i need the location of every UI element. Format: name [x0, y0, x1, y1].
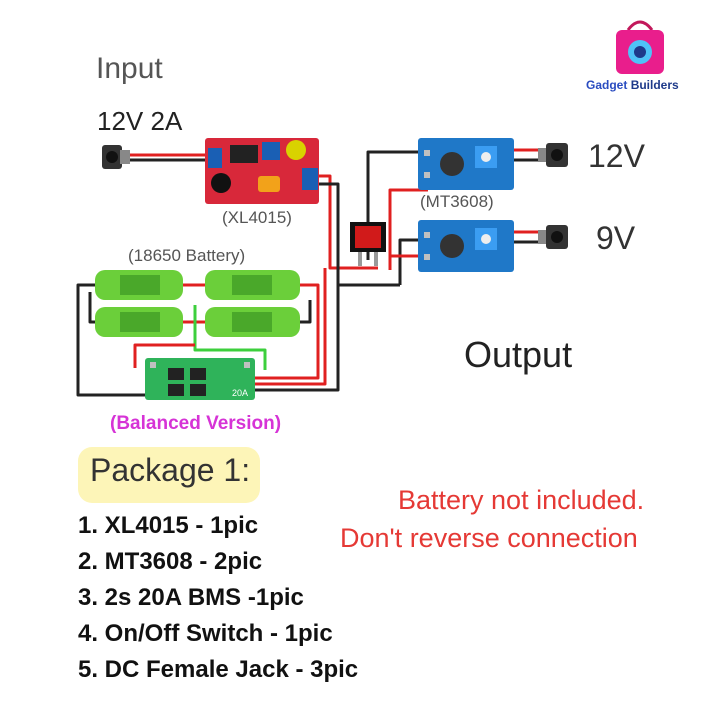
balanced-version-label: (Balanced Version)	[110, 413, 282, 434]
battery-label: (18650 Battery)	[128, 246, 246, 265]
mt3608-module-top	[418, 138, 514, 190]
brand-logo: Gadget Builders	[586, 78, 679, 92]
mt3608-label: (MT3608)	[420, 192, 494, 211]
mt3608-module-bottom	[418, 220, 514, 272]
warning-line-2: Don't reverse connection	[340, 523, 638, 553]
output-9v-label: 9V	[596, 220, 636, 256]
input-spec-label: 12V 2A	[97, 106, 183, 136]
bms-board	[145, 358, 255, 400]
wire-bat-mid-green	[193, 305, 267, 370]
wires	[76, 148, 540, 397]
package-title-box	[78, 447, 260, 503]
list-item: 4. On/Off Switch - 1pic	[78, 620, 333, 647]
wire-bms-out-black	[255, 285, 340, 392]
on-off-switch	[350, 222, 386, 266]
xl4015-module	[205, 138, 319, 204]
list-item: 1. XL4015 - 1pic	[78, 512, 259, 539]
bms-rating-label: 20A	[232, 388, 249, 398]
wire-bms-out-red	[255, 268, 327, 386]
xl4015-label: (XL4015)	[222, 208, 292, 227]
wire-bat-red-top	[300, 300, 312, 324]
package-items: 1. XL4015 - 1pic 2. MT3608 - 2pic 3. 2s …	[78, 508, 358, 688]
output-label: Output	[464, 334, 573, 375]
wire-rail-red-bottom	[388, 254, 428, 270]
input-label: Input	[96, 52, 163, 85]
wire-bat-black-left	[76, 283, 145, 397]
wire-bat-left-mid	[88, 292, 95, 324]
brand-word-2: Builders	[630, 78, 679, 92]
list-item: 3. 2s 20A BMS -1pic	[78, 584, 304, 611]
input-dc-jack	[102, 145, 130, 169]
output-12v-label: 12V	[588, 138, 645, 174]
battery-cell	[205, 307, 300, 337]
wire-bat-right-red	[255, 283, 320, 380]
wire-rail-red-top	[388, 188, 428, 270]
wire-xl-out-red	[318, 174, 378, 270]
warning-line-1: Battery not included.	[398, 485, 645, 515]
wire-bms-mid-red	[133, 343, 195, 368]
list-item: 5. DC Female Jack - 3pic	[78, 656, 359, 683]
battery-cell	[95, 270, 183, 300]
output-dc-jack-9v	[538, 225, 568, 249]
battery-cell	[205, 270, 300, 300]
battery-cells	[95, 270, 300, 337]
wire-xl-out-black	[318, 182, 400, 287]
battery-cell	[95, 307, 183, 337]
output-dc-jack-12v	[538, 143, 568, 167]
brand-word-1: Gadget	[586, 78, 628, 92]
shopping-bag-icon	[616, 20, 664, 74]
package-title: Package 1:	[90, 452, 251, 488]
list-item: 2. MT3608 - 2pic	[78, 548, 263, 575]
